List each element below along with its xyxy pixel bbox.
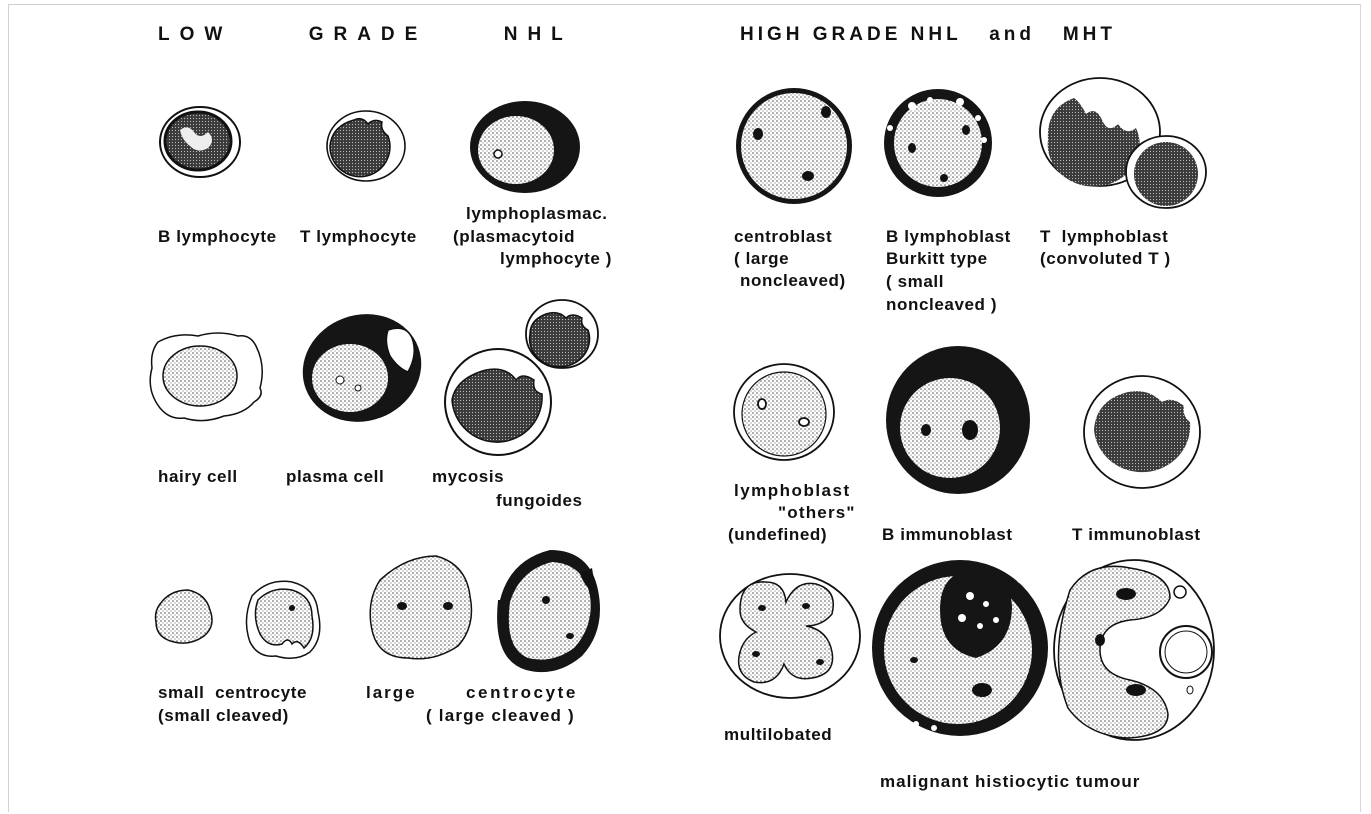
heading-low-grade-nhl: LOW GRADE NHL xyxy=(158,24,573,46)
cell-t-lymphocyte xyxy=(327,111,405,181)
label-lymphoblast-others-3: (undefined) xyxy=(728,524,827,546)
label-centroblast-3: noncleaved) xyxy=(740,270,846,292)
label-lymphoplasmac-1: lymphoplasmac. xyxy=(466,203,608,225)
label-t-immunoblast: T immunoblast xyxy=(1072,524,1201,546)
label-small-centrocyte-1: small centrocyte xyxy=(158,682,307,704)
cell-mycosis-fungoides xyxy=(445,300,598,455)
label-plasma-cell: plasma cell xyxy=(286,466,384,488)
label-t-lymphoblast-2: (convoluted T ) xyxy=(1040,248,1171,270)
label-b-lymphocyte: B lymphocyte xyxy=(158,226,277,248)
cell-b-immunoblast xyxy=(886,346,1030,494)
label-large-cleaved: ( large cleaved ) xyxy=(426,705,575,727)
label-fungoides: fungoides xyxy=(496,490,583,512)
label-lymphoblast-others-1: lymphoblast xyxy=(734,480,851,502)
label-lymphoblast-others-2: "others" xyxy=(778,502,856,524)
label-multilobated: multilobated xyxy=(724,724,832,746)
label-centrocyte: centrocyte xyxy=(466,682,578,704)
cell-lymphoblast-others xyxy=(734,364,834,460)
label-b-lymphoblast-4: noncleaved ) xyxy=(886,294,997,316)
label-b-immunoblast: B immunoblast xyxy=(882,524,1013,546)
cell-centrocyte-large-cleaved xyxy=(497,550,600,672)
label-b-lymphoblast-2: Burkitt type xyxy=(886,248,988,270)
label-mycosis: mycosis xyxy=(432,466,504,488)
label-b-lymphoblast-1: B lymphoblast xyxy=(886,226,1011,248)
heading-high-grade-nhl-mht: HIGH GRADE NHL and MHT xyxy=(740,24,1116,46)
label-centroblast-1: centroblast xyxy=(734,226,832,248)
label-t-lymphocyte: T lymphocyte xyxy=(300,226,417,248)
cell-t-immunoblast xyxy=(1084,376,1200,488)
label-lymphoplasmac-3: lymphocyte ) xyxy=(500,248,612,270)
label-hairy-cell: hairy cell xyxy=(158,466,238,488)
cell-t-lymphoblast-convoluted xyxy=(1040,78,1206,208)
cell-malignant-histiocytic-left xyxy=(872,560,1048,736)
label-small-centrocyte-2: (small cleaved) xyxy=(158,705,289,727)
label-large: large xyxy=(366,682,417,704)
cell-multilobated xyxy=(720,574,860,698)
cell-malignant-histiocytic-right xyxy=(1054,560,1214,740)
cell-centroblast xyxy=(736,88,852,204)
cell-b-lymphoblast-burkitt xyxy=(884,89,992,197)
cell-small-centrocyte-cleaved xyxy=(246,581,319,658)
cell-lymphoplasmacytic xyxy=(470,101,580,193)
label-t-lymphoblast-1: T lymphoblast xyxy=(1040,226,1168,248)
label-b-lymphoblast-3: ( small xyxy=(886,271,944,293)
cell-hairy xyxy=(150,333,262,421)
cell-small-centrocyte xyxy=(156,590,213,643)
label-lymphoplasmac-2: (plasmacytoid xyxy=(453,226,575,248)
label-centroblast-2: ( large xyxy=(734,248,789,270)
cell-b-lymphocyte xyxy=(160,107,240,177)
label-malignant-histiocytic-tumour: malignant histiocytic tumour xyxy=(880,771,1140,793)
cell-plasma xyxy=(287,298,436,439)
cell-large-centrocyte xyxy=(370,556,471,659)
